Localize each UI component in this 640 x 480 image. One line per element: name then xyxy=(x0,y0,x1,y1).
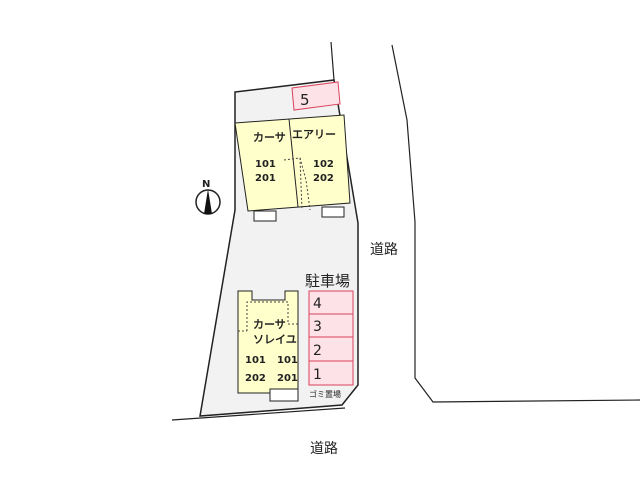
unit-101-a: 101 xyxy=(245,355,266,366)
north-arrow-icon: N xyxy=(195,179,221,215)
parking-space-5: 5 xyxy=(291,81,341,111)
parking-space-5-label: 5 xyxy=(300,91,310,109)
east-road-line xyxy=(391,44,640,403)
south-road-line xyxy=(171,407,346,421)
unit-101-b: 101 xyxy=(277,355,298,366)
building-right-name: エアリー xyxy=(292,128,336,141)
parking-space-1: 1 xyxy=(313,367,322,383)
unit-201: 201 xyxy=(255,173,276,184)
building-south: カーサ ソレイユ 101 202 101 201 xyxy=(237,290,299,402)
parking-title: 駐車場 xyxy=(305,272,350,290)
parking-space-2: 2 xyxy=(313,343,322,359)
unit-101: 101 xyxy=(255,159,276,170)
garbage-area-label: ゴミ置場 xyxy=(309,389,341,399)
building-south-name-1: カーサ xyxy=(253,318,286,331)
unit-202: 202 xyxy=(245,373,266,384)
building-left-name: カーサ xyxy=(253,131,286,144)
lot-east-extension xyxy=(330,41,335,81)
south-road-label: 道路 xyxy=(310,441,338,457)
parking-space-3: 3 xyxy=(313,319,322,335)
unit-202: 202 xyxy=(313,173,334,184)
compass-label: N xyxy=(202,179,210,190)
east-road-label: 道路 xyxy=(370,242,398,258)
parking-spaces: 4 3 2 1 xyxy=(308,290,354,386)
building-north: カーサ エアリー 101 201 102 202 xyxy=(234,114,351,222)
unit-201: 201 xyxy=(277,373,298,384)
building-south-name-2: ソレイユ xyxy=(253,333,297,346)
unit-102: 102 xyxy=(313,159,334,170)
parking-space-4: 4 xyxy=(313,296,322,312)
